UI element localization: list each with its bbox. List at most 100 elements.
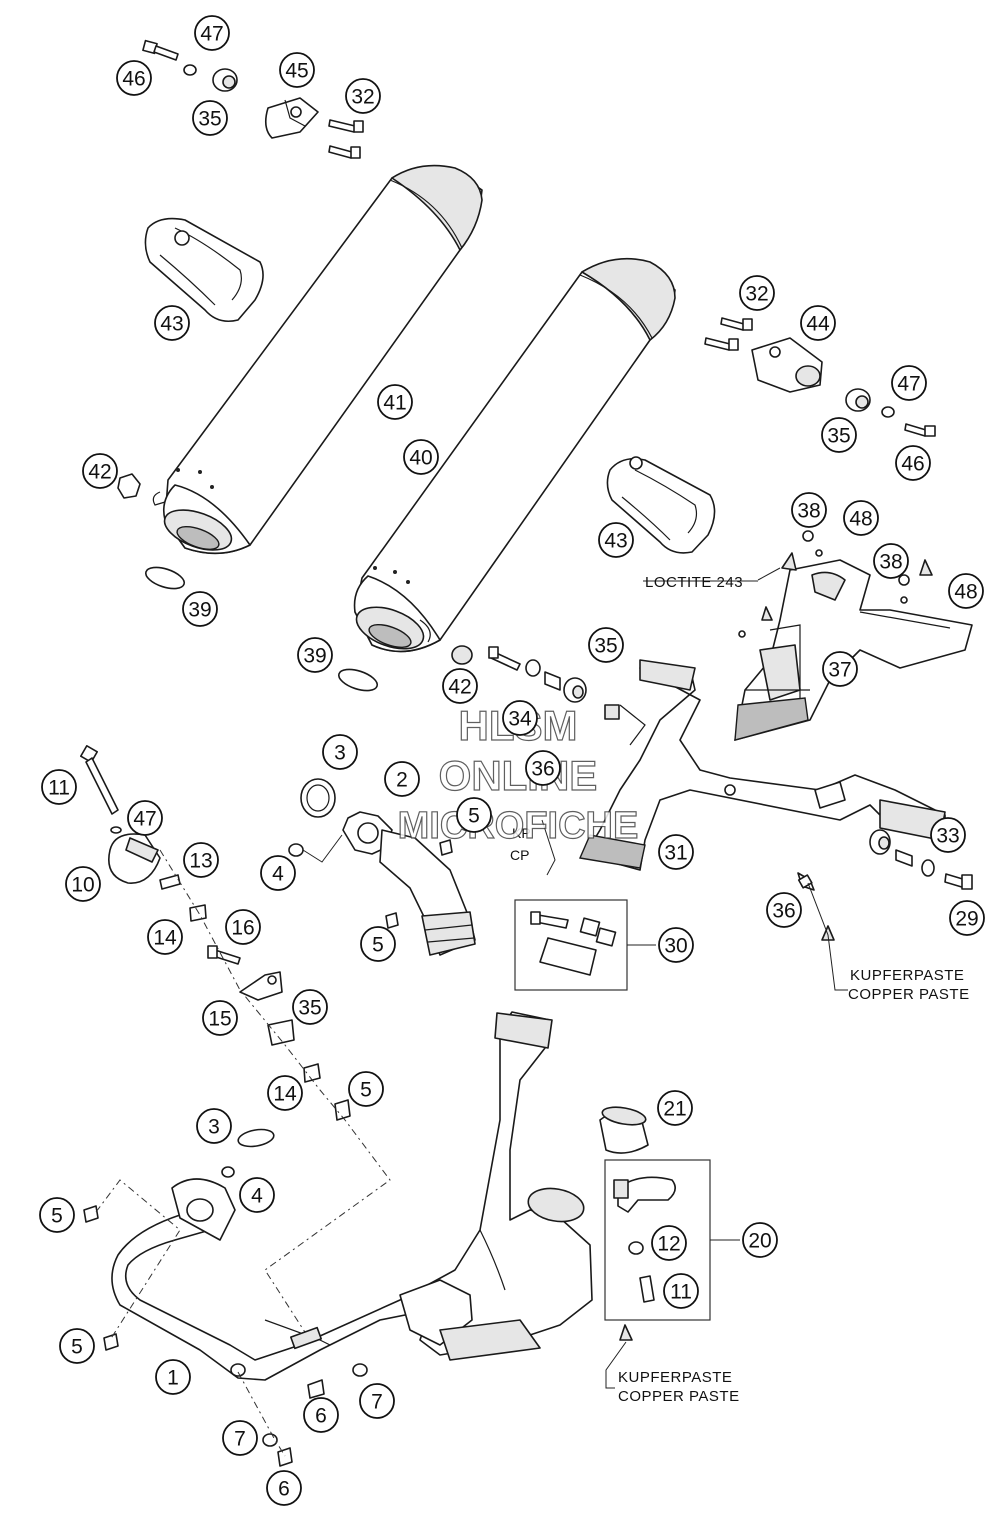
callout-number: 5 — [372, 934, 384, 957]
plug-6-left — [277, 1447, 293, 1467]
callout-1: 1 — [155, 1359, 191, 1395]
gasket-39-right — [337, 668, 379, 692]
callout-circle — [182, 591, 218, 627]
callout-number: 45 — [285, 60, 308, 83]
callout-circle — [360, 926, 396, 962]
note-kp: KP — [512, 825, 531, 841]
callout-number: 33 — [936, 825, 959, 848]
callout-number: 14 — [273, 1083, 297, 1106]
callout-38: 38 — [873, 543, 909, 579]
kit-20-parts — [613, 1176, 676, 1303]
callout-39: 39 — [297, 637, 333, 673]
callout-34: 34 — [502, 700, 538, 736]
note-kupferpaste-right: KUPFERPASTE — [850, 967, 964, 984]
callout-circle — [279, 52, 315, 88]
callout-number: 35 — [198, 108, 221, 131]
callout-number: 31 — [664, 842, 687, 865]
callout-14: 14 — [147, 919, 183, 955]
gasket-7-left — [262, 1433, 278, 1447]
callout-38: 38 — [791, 492, 827, 528]
callout-circle — [183, 842, 219, 878]
callout-number: 5 — [51, 1205, 63, 1228]
callout-12: 12 — [651, 1225, 687, 1261]
callout-number: 5 — [360, 1079, 372, 1102]
callout-number: 38 — [797, 500, 820, 523]
watermark-line-3: MICROFICHE — [398, 805, 639, 847]
sleeve-4-upper — [288, 843, 304, 857]
callout-47: 47 — [891, 365, 927, 401]
callout-number: 42 — [448, 676, 471, 699]
callout-circle — [663, 1273, 699, 1309]
callout-number: 11 — [48, 777, 70, 800]
callout-circle — [222, 1420, 258, 1456]
callout-30: 30 — [658, 927, 694, 963]
gasket-3-lower — [237, 1128, 275, 1148]
muffler-40 — [353, 257, 676, 653]
nut-5-c — [334, 1099, 351, 1121]
callout-circle — [260, 855, 296, 891]
callout-48: 48 — [843, 500, 879, 536]
nut-42-right — [451, 645, 473, 665]
callout-43: 43 — [154, 305, 190, 341]
callout-number: 46 — [122, 68, 145, 91]
callout-29: 29 — [949, 900, 985, 936]
callout-number: 48 — [849, 508, 872, 531]
callout-circle — [147, 919, 183, 955]
callout-37: 37 — [822, 651, 858, 687]
callout-33: 33 — [930, 817, 966, 853]
callout-circle — [800, 305, 836, 341]
callout-circle — [348, 1071, 384, 1107]
callout-11: 11 — [663, 1273, 699, 1309]
callout-35: 35 — [821, 417, 857, 453]
callout-circle — [873, 543, 909, 579]
callout-circle — [127, 800, 163, 836]
callout-2: 2 — [384, 761, 420, 797]
callout-number: 30 — [664, 935, 687, 958]
note-copper-paste-bottom: COPPER PASTE — [618, 1388, 740, 1405]
nut-5-d — [83, 1205, 99, 1223]
callout-4: 4 — [239, 1177, 275, 1213]
callout-number: 12 — [657, 1233, 680, 1256]
bolt-46-right — [904, 423, 936, 437]
bracket-15 — [239, 971, 283, 1001]
callout-11: 11 — [41, 769, 77, 805]
sleeve-21 — [599, 1106, 649, 1154]
callout-circle — [194, 15, 230, 51]
washer-47-left — [110, 826, 122, 834]
callout-circle — [239, 1177, 275, 1213]
callout-circle — [116, 60, 152, 96]
callout-circle — [359, 1383, 395, 1419]
bolts-32-top — [328, 119, 364, 159]
nut-42-left — [117, 473, 141, 499]
paste-drop-right — [821, 925, 835, 941]
holder-44 — [751, 337, 823, 393]
callout-number: 5 — [468, 805, 480, 828]
callout-circle — [598, 522, 634, 558]
callout-number: 44 — [806, 313, 830, 336]
callout-7: 7 — [359, 1383, 395, 1419]
callout-number: 6 — [278, 1478, 290, 1501]
callout-circle — [303, 1397, 339, 1433]
callout-36: 36 — [525, 750, 561, 786]
callout-7: 7 — [222, 1420, 258, 1456]
bolt-11-left — [80, 745, 119, 815]
callout-44: 44 — [800, 305, 836, 341]
callout-3: 3 — [196, 1108, 232, 1144]
callout-circle — [59, 1328, 95, 1364]
callout-circle — [456, 797, 492, 833]
callout-39: 39 — [182, 591, 218, 627]
hardware-33-29 — [869, 829, 973, 890]
callout-circle — [192, 100, 228, 136]
callout-number: 35 — [827, 425, 850, 448]
callout-number: 36 — [531, 758, 554, 781]
callout-35: 35 — [192, 100, 228, 136]
holder-45 — [264, 97, 319, 139]
callout-5: 5 — [456, 797, 492, 833]
callout-number: 36 — [772, 900, 795, 923]
callout-36: 36 — [766, 892, 802, 928]
callout-number: 21 — [663, 1098, 686, 1121]
callout-circle — [442, 668, 478, 704]
callout-circle — [155, 1359, 191, 1395]
callout-number: 6 — [315, 1405, 327, 1428]
